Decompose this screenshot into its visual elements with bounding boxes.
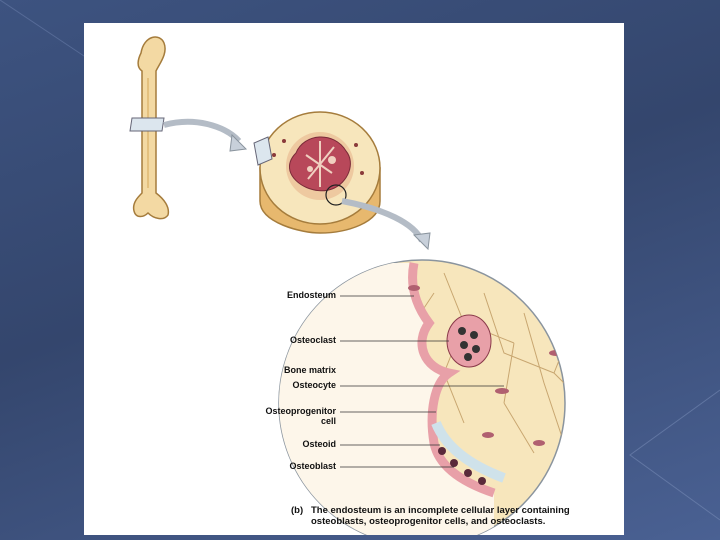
figure-caption: (b) The endosteum is an incomplete cellul… bbox=[291, 505, 570, 527]
slide-panel: Endosteum Osteoclast Bone matrix Osteocy… bbox=[84, 23, 624, 535]
label-osteoid: Osteoid bbox=[302, 439, 336, 449]
bone-diagram bbox=[129, 36, 566, 535]
label-endosteum: Endosteum bbox=[286, 290, 336, 300]
section-plane-marker bbox=[129, 117, 165, 132]
arrow-to-cross-section bbox=[163, 118, 248, 152]
caption-tag: (b) bbox=[291, 505, 304, 516]
label-osteoprogenitor-line2: cell bbox=[320, 416, 336, 426]
label-bone-matrix: Bone matrix bbox=[283, 365, 336, 375]
arrow-to-magnified-view bbox=[341, 198, 431, 251]
label-leader-lines bbox=[340, 295, 504, 468]
label-osteoprogenitor-line1: Osteoprogenitor bbox=[265, 406, 336, 416]
caption-line2: osteoblasts, osteoprogenitor cells, and … bbox=[311, 516, 546, 527]
bone-cross-section bbox=[253, 111, 381, 234]
label-osteoblast: Osteoblast bbox=[289, 461, 336, 471]
label-osteocyte: Osteocyte bbox=[292, 380, 336, 390]
magnified-endosteum-view bbox=[278, 259, 566, 535]
label-osteoprogenitor-cell: Osteoprogenitor cell bbox=[265, 406, 336, 426]
label-osteoclast: Osteoclast bbox=[289, 335, 336, 345]
caption-line1: The endosteum is an incomplete cellular … bbox=[311, 505, 570, 516]
